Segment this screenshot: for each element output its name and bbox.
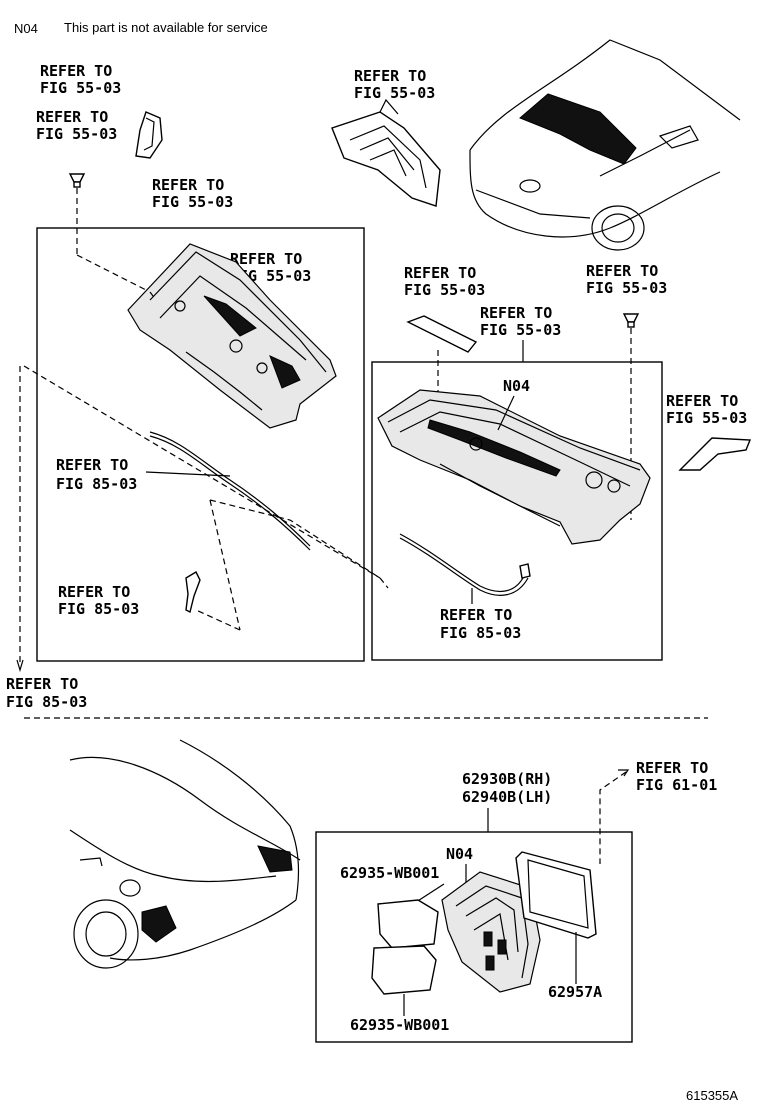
svg-text:REFER TO: REFER TO bbox=[440, 606, 512, 624]
svg-text:REFER TO: REFER TO bbox=[56, 456, 128, 474]
svg-text:REFER TO: REFER TO bbox=[586, 262, 658, 280]
svg-text:FIG 55-03: FIG 55-03 bbox=[152, 193, 233, 211]
part-number-rh: 62930B(RH) bbox=[462, 770, 552, 788]
ref-fig-85-03-a[interactable]: REFER TO FIG 85-03 bbox=[56, 456, 137, 493]
svg-text:REFER TO: REFER TO bbox=[480, 304, 552, 322]
seal-strip-icon bbox=[406, 315, 478, 353]
svg-text:FIG 85-03: FIG 85-03 bbox=[56, 475, 137, 493]
svg-text:FIG 55-03: FIG 55-03 bbox=[40, 79, 121, 97]
svg-text:REFER TO: REFER TO bbox=[58, 583, 130, 601]
ref-fig-55-03-d[interactable]: REFER TO FIG 55-03 bbox=[230, 250, 311, 285]
diagram-id: 615355A bbox=[686, 1088, 738, 1103]
svg-text:FIG 61-01: FIG 61-01 bbox=[636, 776, 717, 794]
protector-pad-top-icon bbox=[377, 899, 439, 949]
svg-text:FIG 55-03: FIG 55-03 bbox=[404, 281, 485, 299]
svg-text:FIG 55-03: FIG 55-03 bbox=[666, 409, 747, 427]
svg-text:REFER TO: REFER TO bbox=[404, 264, 476, 282]
side-bracket-icon bbox=[678, 437, 752, 471]
svg-text:REFER TO: REFER TO bbox=[636, 759, 708, 777]
svg-text:REFER TO: REFER TO bbox=[230, 250, 302, 268]
header-code: N04 bbox=[14, 21, 38, 36]
svg-text:FIG 85-03: FIG 85-03 bbox=[58, 600, 139, 618]
svg-text:REFER TO: REFER TO bbox=[666, 392, 738, 410]
right-detail-frame bbox=[371, 361, 663, 661]
ref-fig-55-03-i[interactable]: REFER TO FIG 55-03 bbox=[666, 392, 747, 427]
ref-fig-61-01[interactable]: REFER TO FIG 61-01 bbox=[636, 759, 717, 794]
ref-fig-55-03-e[interactable]: REFER TO FIG 55-03 bbox=[354, 67, 435, 102]
cowl-bracket-icon bbox=[331, 98, 441, 207]
callout-n04-upper: N04 bbox=[503, 377, 530, 395]
clip-fastener-right-icon bbox=[622, 313, 640, 328]
ref-fig-55-03-c[interactable]: REFER TO FIG 55-03 bbox=[152, 176, 233, 211]
cowl-top-panel-left-icon bbox=[127, 243, 337, 429]
left-detail-frame bbox=[36, 227, 365, 662]
svg-text:FIG 85-03: FIG 85-03 bbox=[6, 693, 87, 711]
nozzle-part-icon bbox=[185, 571, 201, 614]
ref-fig-55-03-b[interactable]: REFER TO FIG 55-03 bbox=[36, 108, 117, 143]
svg-text:REFER TO: REFER TO bbox=[354, 67, 426, 85]
part-number-lh: 62940B(LH) bbox=[462, 788, 552, 806]
ref-fig-85-03-d[interactable]: REFER TO FIG 85-03 bbox=[440, 606, 521, 642]
washer-hose-right-icon bbox=[399, 533, 531, 596]
ref-fig-85-03-c[interactable]: REFER TO FIG 85-03 bbox=[6, 675, 87, 711]
svg-text:REFER TO: REFER TO bbox=[36, 108, 108, 126]
car-front-illustration bbox=[469, 39, 741, 251]
ref-fig-85-03-b[interactable]: REFER TO FIG 85-03 bbox=[58, 583, 139, 618]
ref-fig-55-03-f[interactable]: REFER TO FIG 55-03 bbox=[404, 264, 485, 299]
gasket-seal-icon bbox=[515, 851, 597, 939]
svg-text:REFER TO: REFER TO bbox=[152, 176, 224, 194]
part-number-wb001-top: 62935-WB001 bbox=[340, 864, 439, 882]
ref-fig-55-03-a[interactable]: REFER TO FIG 55-03 bbox=[40, 62, 121, 97]
svg-text:FIG 55-03: FIG 55-03 bbox=[480, 321, 561, 339]
header-note: This part is not available for service bbox=[64, 20, 268, 35]
cowl-top-panel-n04-icon bbox=[377, 389, 651, 545]
svg-text:REFER TO: REFER TO bbox=[6, 675, 78, 693]
part-number-62957a: 62957A bbox=[548, 983, 602, 1001]
car-rear-illustration bbox=[69, 739, 301, 969]
svg-text:REFER TO: REFER TO bbox=[40, 62, 112, 80]
svg-text:FIG 85-03: FIG 85-03 bbox=[440, 624, 521, 642]
part-number-wb001-bottom: 62935-WB001 bbox=[350, 1016, 449, 1034]
svg-text:FIG 55-03: FIG 55-03 bbox=[586, 279, 667, 297]
fuel-door-frame bbox=[315, 831, 633, 1043]
ref-fig-55-03-h[interactable]: REFER TO FIG 55-03 bbox=[480, 304, 561, 339]
washer-hose-icon bbox=[149, 431, 311, 551]
callout-n04-lower: N04 bbox=[446, 845, 473, 863]
ref-fig-55-03-g[interactable]: REFER TO FIG 55-03 bbox=[586, 262, 667, 297]
svg-text:FIG 55-03: FIG 55-03 bbox=[36, 125, 117, 143]
clip-fastener-icon bbox=[68, 173, 86, 188]
bracket-part-icon bbox=[135, 111, 163, 159]
protector-pad-bottom-icon bbox=[371, 945, 437, 995]
svg-text:FIG 55-03: FIG 55-03 bbox=[354, 84, 435, 102]
